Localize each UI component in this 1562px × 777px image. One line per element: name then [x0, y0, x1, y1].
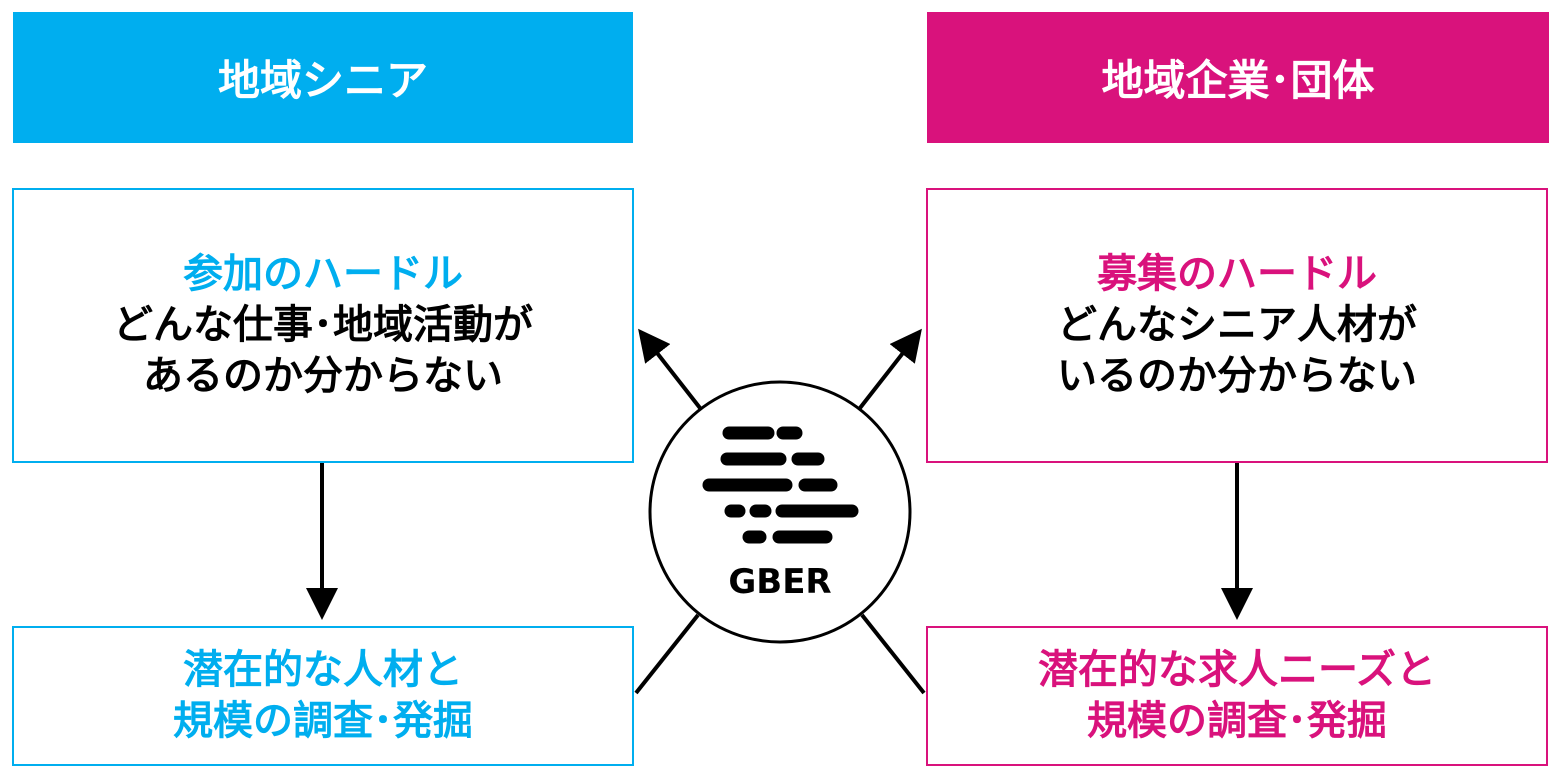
talent-survey-line2: 規模の調査･発掘 [173, 698, 473, 744]
talent-survey-line1: 潜在的な人材と [183, 646, 463, 693]
job-needs-survey-box: 潜在的な求人ニーズと 規模の調査･発掘 [926, 626, 1548, 766]
recruitment-hurdle-title: 募集のハードル [1097, 250, 1377, 297]
participation-hurdle-title: 参加のハードル [183, 250, 463, 297]
talent-survey-box: 潜在的な人材と 規模の調査･発掘 [12, 626, 634, 766]
job-needs-survey-line1: 潜在的な求人ニーズと [1038, 646, 1436, 693]
recruitment-hurdle-line2: いるのか分からない [1057, 353, 1417, 400]
job-needs-survey-line2: 規模の調査･発掘 [1087, 698, 1387, 744]
participation-hurdle-line2: あるのか分からない [143, 353, 503, 400]
left-header: 地域シニア [13, 12, 633, 143]
participation-hurdle-box: 参加のハードル どんな仕事･地域活動が あるのか分からない [12, 188, 634, 463]
participation-hurdle-line1: どんな仕事･地域活動が [113, 301, 533, 348]
right-header-label: 地域企業･団体 [1101, 56, 1375, 105]
hub-to-job-needs-line [860, 613, 926, 695]
gber-dash-logo-icon [702, 426, 859, 544]
hub-to-talent-survey-line [634, 613, 700, 695]
recruitment-hurdle-line1: どんなシニア人材が [1057, 301, 1417, 348]
hub-to-participation-arrow [638, 328, 702, 410]
right-header: 地域企業･団体 [927, 12, 1549, 143]
gber-hub-label: GBER [728, 562, 832, 602]
hub-to-recruitment-arrow [858, 328, 922, 410]
recruitment-hurdle-box: 募集のハードル どんなシニア人材が いるのか分からない [926, 188, 1548, 463]
left-header-label: 地域シニア [217, 56, 428, 105]
